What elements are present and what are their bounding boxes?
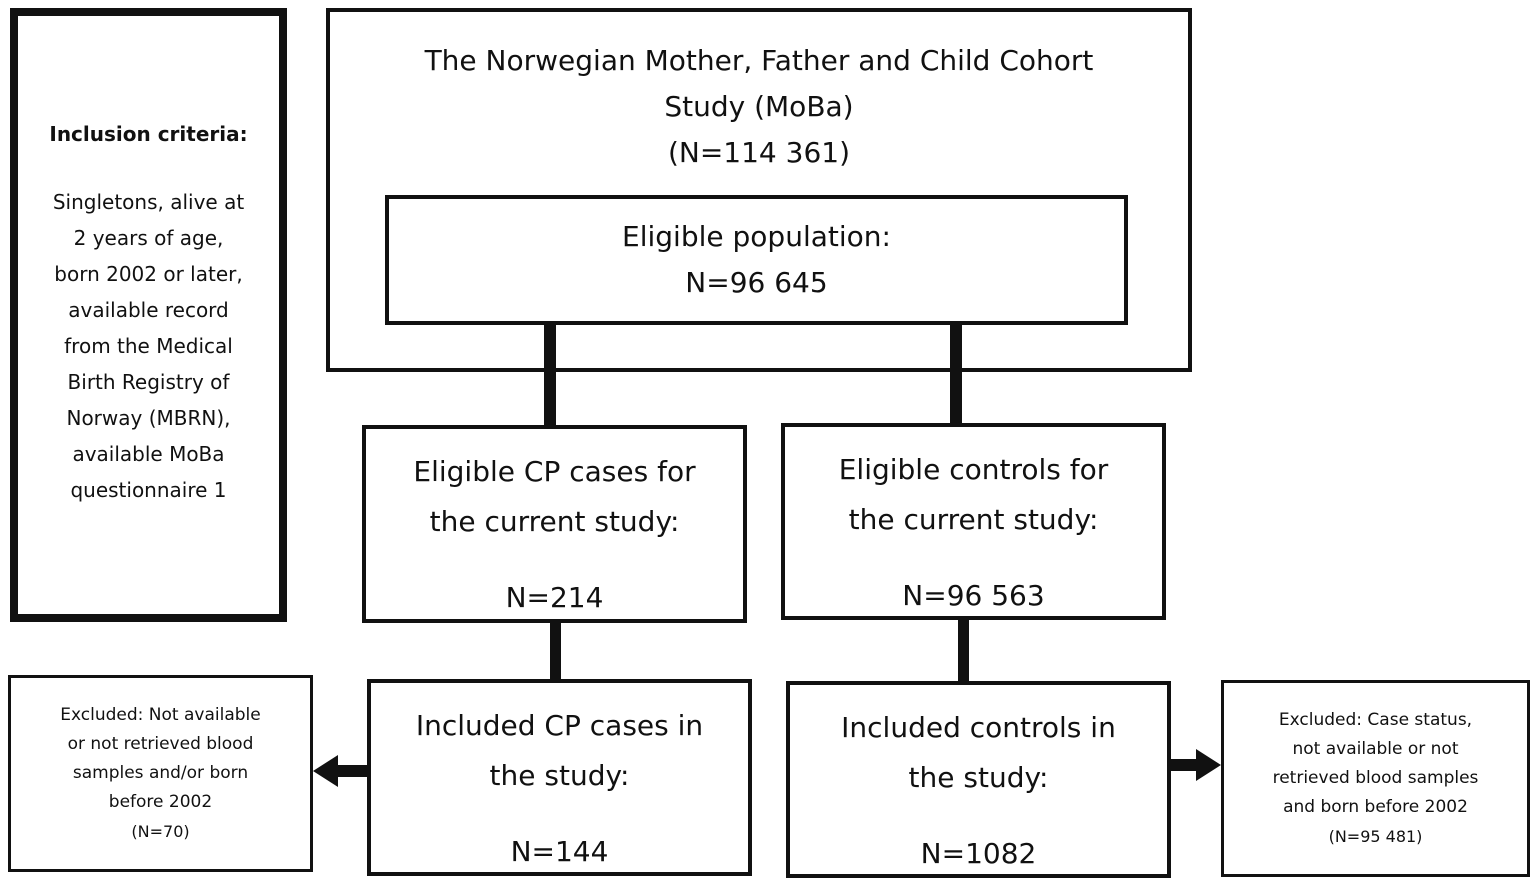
excluded-cp-label: Excluded: Not available or not retrieved… — [60, 705, 261, 812]
cp-eligible-label: Eligible CP cases for the current study: — [413, 455, 696, 538]
controls-eligible-box: Eligible controls for the current study:… — [781, 423, 1166, 620]
controls-eligible-count: N=96 563 — [902, 579, 1045, 612]
connector-eligible-to-controls — [950, 325, 962, 423]
cp-eligible-box: Eligible CP cases for the current study:… — [362, 425, 747, 623]
excluded-controls-count: (N=95 481) — [1328, 827, 1423, 846]
inclusion-criteria-box: Inclusion criteria: Singletons, alive at… — [10, 8, 287, 622]
inclusion-criteria-heading: Inclusion criteria: — [49, 122, 248, 146]
connector-controls-eligible-to-included — [958, 620, 969, 681]
controls-included-count: N=1082 — [920, 837, 1037, 870]
connector-cp-eligible-to-included — [550, 623, 561, 679]
connector-eligible-to-cp — [544, 325, 556, 425]
arrow-to-excluded-controls — [1171, 749, 1221, 781]
cp-included-box: Included CP cases in the study: N=144 — [367, 679, 752, 876]
controls-included-box: Included controls in the study: N=1082 — [786, 681, 1171, 878]
cp-included-count: N=144 — [510, 835, 609, 868]
eligible-population-box: Eligible population: N=96 645 — [385, 195, 1128, 325]
excluded-cp-count: (N=70) — [131, 822, 190, 841]
cohort-count: (N=114 361) — [667, 136, 851, 169]
cohort-title: The Norwegian Mother, Father and Child C… — [424, 44, 1094, 123]
eligible-population-count: N=96 645 — [685, 266, 828, 299]
controls-eligible-label: Eligible controls for the current study: — [838, 453, 1109, 536]
eligible-population-label: Eligible population: — [622, 220, 891, 253]
inclusion-criteria-text: Singletons, alive at 2 years of age, bor… — [52, 190, 245, 502]
controls-included-label: Included controls in the study: — [841, 711, 1116, 794]
arrow-to-excluded-cp — [313, 755, 368, 787]
excluded-controls-box: Excluded: Case status, not available or … — [1221, 680, 1530, 877]
excluded-cp-box: Excluded: Not available or not retrieved… — [8, 675, 313, 872]
excluded-controls-label: Excluded: Case status, not available or … — [1272, 710, 1479, 817]
cp-eligible-count: N=214 — [505, 581, 604, 614]
cp-included-label: Included CP cases in the study: — [415, 709, 704, 792]
